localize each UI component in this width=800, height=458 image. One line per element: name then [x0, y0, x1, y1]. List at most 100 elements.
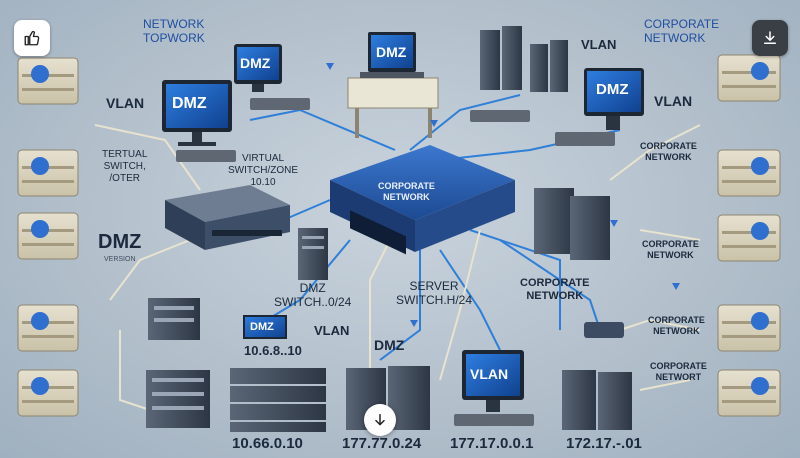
racks-bottom-right [562, 370, 632, 430]
monitor-right [584, 68, 644, 130]
server-left-mid [148, 298, 287, 340]
cabinet-left-5 [17, 369, 79, 417]
label-vlan-center: VLAN [314, 323, 350, 338]
link-line [379, 250, 421, 361]
label-virtual-switch-zone: VIRTUAL SWITCH/ZONE 10.10 [228, 154, 298, 188]
router [584, 322, 624, 338]
label-corp-net-mid-line2: NETWORK [526, 290, 584, 302]
label-vlan-left: VLAN [106, 95, 145, 111]
label-corporate-network-tr-line2: NETWORK [644, 31, 706, 45]
thumbs-up-icon [24, 30, 40, 46]
label-virtual-switch-zone-line1: VIRTUAL [241, 153, 285, 164]
like-button[interactable] [14, 20, 50, 56]
monitor-top-center [234, 44, 310, 110]
scroll-down-button[interactable] [364, 404, 396, 436]
label-dmz-switch-line2: SWITCH..0/24 [274, 295, 352, 309]
label-corp-net-r3-line1: CORPORATE [648, 315, 705, 325]
link-line [439, 229, 481, 381]
label-network-topwork-line2: TOPWORK [143, 31, 205, 45]
label-vlan-right: VLAN [654, 93, 693, 109]
label-corp-net-r2-line1: CORPORATE [642, 239, 699, 249]
label-ip-bottom-1: 10.66.0.10 [232, 435, 303, 452]
cabinet-right-2 [717, 149, 781, 197]
link-line [499, 239, 601, 331]
cabinet-left-4 [17, 304, 79, 352]
label-corp-net-r2: CORPORATE NETWORK [642, 240, 699, 260]
label-corp-net-r1-line2: NETWORK [645, 152, 692, 162]
label-server-switch: SERVER SWITCH.H/24 [396, 280, 472, 306]
cabinet-right-4 [717, 304, 781, 352]
label-corp-net-r4: CORPORATE NETWORT [650, 362, 707, 382]
left-cabinets [17, 57, 79, 417]
label-ip-left-mid: 10.6.8..10 [244, 343, 302, 358]
link-line [369, 239, 391, 370]
link-line [109, 239, 191, 301]
screen-text-monitor-top: DMZ [240, 55, 271, 71]
corporate-switch-label: CORPORATE NETWORK [378, 182, 435, 202]
label-corp-net-r4-line2: NETWORT [655, 372, 702, 382]
label-network-topwork: NETWORK TOPWORK [143, 18, 205, 44]
monitor-top-left [162, 80, 236, 162]
switch-stack-bottom [230, 368, 326, 432]
left-switch [165, 185, 290, 250]
screen-text-vlan-monitor: VLAN [470, 366, 509, 382]
label-corp-net-mid: CORPORATE NETWORK [520, 278, 589, 302]
link-line [119, 330, 151, 411]
shield-icon [31, 65, 49, 83]
download-button[interactable] [752, 20, 788, 56]
cabinet-right-3 [717, 214, 781, 262]
label-corporate-network-tr: CORPORATE NETWORK [644, 18, 719, 44]
label-dmz-left-sub: VERSION [104, 256, 136, 263]
label-dmz-switch: DMZ SWITCH..0/24 [274, 282, 351, 308]
label-corporate-network-tr-line1: CORPORATE [644, 17, 720, 31]
label-dmz-left: DMZ [98, 231, 142, 253]
download-icon [764, 31, 776, 44]
server-towers-top [470, 26, 615, 146]
label-virtual-switch-left: TERTUAL SWITCH, /OTER [102, 150, 147, 184]
label-corp-net-mid-line1: CORPORATE [520, 277, 590, 289]
label-virtual-switch-left-line3: /OTER [109, 173, 140, 184]
corporate-switch-label-line2: NETWORK [383, 192, 430, 202]
label-corp-net-r3: CORPORATE NETWORK [648, 316, 705, 336]
screen-text-monitor-tl: DMZ [172, 95, 207, 112]
screen-text-small-box: DMZ [250, 321, 274, 333]
label-corp-net-r1: CORPORATE NETWORK [640, 142, 697, 162]
link-line [409, 94, 521, 151]
link-line [639, 229, 701, 241]
label-network-topwork-line1: NETWORK [143, 17, 205, 31]
link-line [249, 108, 396, 151]
laptop-desk [347, 32, 439, 138]
keyboard [176, 150, 236, 162]
label-virtual-switch-left-line1: TERTUAL [102, 149, 148, 160]
link-line [94, 124, 201, 191]
link-line [609, 124, 701, 181]
label-corp-net-r3-line2: NETWORK [653, 326, 700, 336]
corporate-switch [330, 145, 515, 255]
label-ip-bottom-2: 177.77.0.24 [342, 435, 422, 452]
link-line [639, 379, 691, 391]
screen-text-monitor-right: DMZ [596, 81, 629, 98]
right-cabinets [717, 54, 781, 417]
server-bottom-left [146, 370, 210, 428]
cabinet-left-1 [17, 57, 79, 105]
label-ip-bottom-4: 172.17.-.01 [566, 435, 642, 452]
label-corp-net-r1-line1: CORPORATE [640, 141, 697, 151]
cabinet-left-3 [17, 212, 79, 260]
label-server-switch-line2: SWITCH.H/24 [396, 293, 473, 307]
corporate-switch-label-line1: CORPORATE [378, 181, 435, 191]
label-virtual-switch-zone-line3: 10.10 [250, 177, 276, 188]
vlan-monitor [454, 350, 534, 426]
link-line [619, 318, 701, 331]
label-dmz-switch-line1: DMZ [299, 281, 326, 295]
cabinet-left-2 [17, 149, 79, 197]
label-virtual-switch-left-line2: SWITCH, [103, 161, 146, 172]
connection-lines [94, 94, 701, 411]
label-virtual-switch-zone-line2: SWITCH/ZONE [228, 165, 298, 176]
markers [326, 63, 680, 327]
label-corp-net-r2-line2: NETWORK [647, 250, 694, 260]
arrow-down-icon [375, 413, 385, 426]
label-server-switch-line1: SERVER [409, 279, 459, 293]
cabinet-right-1 [717, 54, 781, 102]
